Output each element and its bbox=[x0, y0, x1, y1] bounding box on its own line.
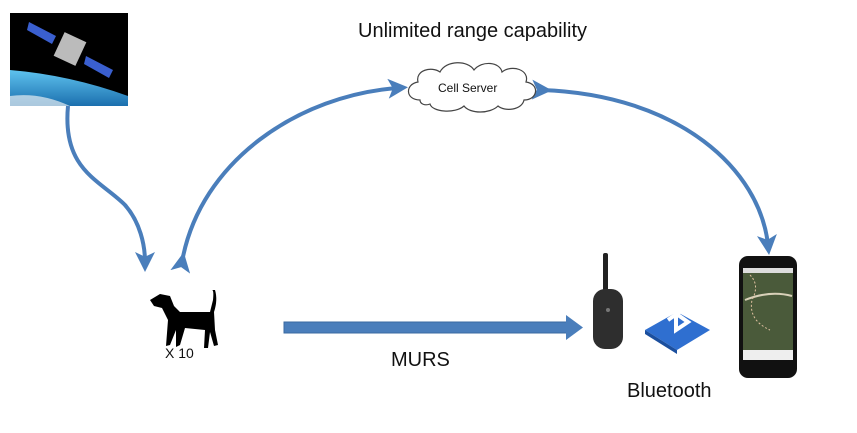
satellite-to-dog-arrow bbox=[65, 105, 155, 272]
handheld-receiver-icon bbox=[593, 253, 623, 349]
bluetooth-icon bbox=[645, 289, 710, 354]
cloud-phone-arrow bbox=[531, 79, 777, 255]
dog-icon bbox=[150, 290, 218, 348]
dog-count-label: X 10 bbox=[165, 345, 194, 361]
diagram-title: Unlimited range capability bbox=[358, 20, 588, 42]
smartphone-icon bbox=[739, 256, 797, 378]
cell-server-label: Cell Server bbox=[438, 81, 498, 95]
murs-label: MURS bbox=[391, 349, 450, 371]
murs-arrow bbox=[283, 315, 583, 340]
bluetooth-label: Bluetooth bbox=[627, 380, 712, 402]
satellite-image bbox=[10, 13, 128, 106]
cloud-dog-arrow bbox=[170, 78, 408, 274]
cloud-icon bbox=[407, 62, 537, 113]
